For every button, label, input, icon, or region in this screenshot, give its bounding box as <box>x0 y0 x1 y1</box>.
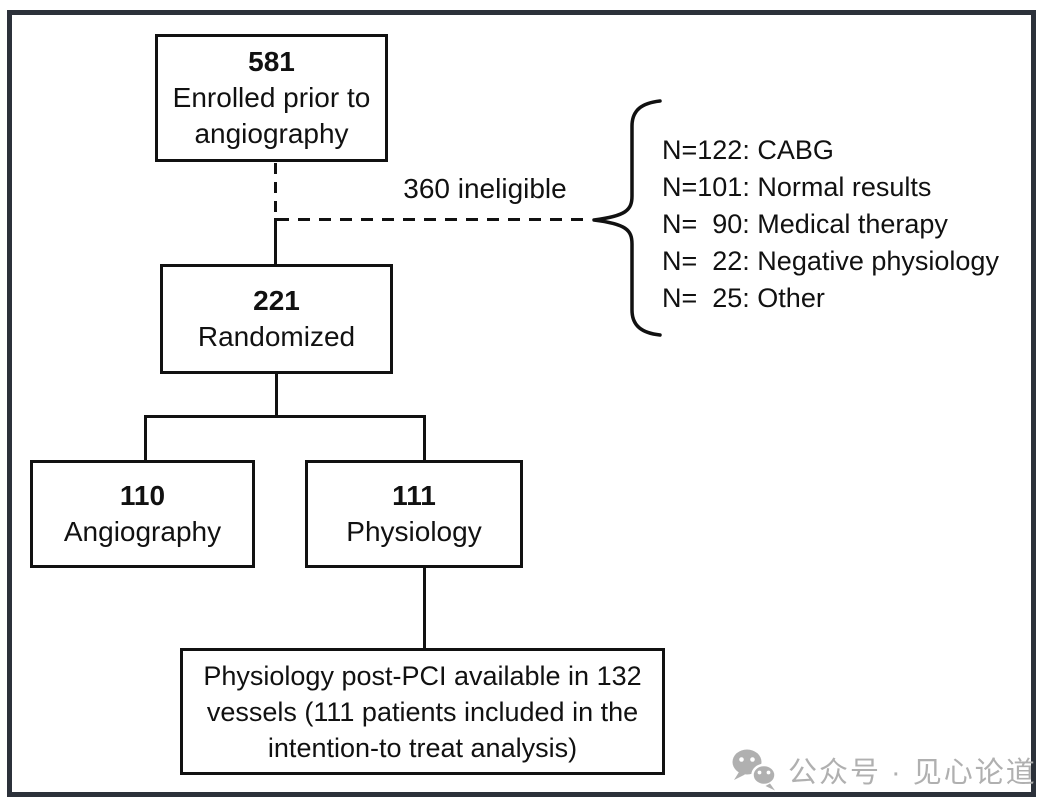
connector-enrolled-junction-dashed <box>274 163 277 219</box>
randomized-label: Randomized <box>197 321 356 352</box>
connector-split-angiography <box>144 415 147 460</box>
enrolled-label: Enrolled prior to angiography <box>172 82 371 149</box>
physiology-label: Physiology <box>346 516 482 547</box>
watermark-text: 公众号 · 见心论道 <box>788 757 1037 789</box>
connector-randomized-split <box>275 374 278 417</box>
node-angiography: 110 Angiography <box>30 460 255 568</box>
node-enrolled: 581 Enrolled prior to angiography <box>155 34 388 162</box>
angiography-count: 110 <box>119 480 166 511</box>
exclusion-list: N=122: CABG N=101: Normal results N= 90:… <box>662 132 999 317</box>
exclusion-item: N=122: CABG <box>662 135 834 165</box>
exclusion-item: N= 90: Medical therapy <box>662 209 948 239</box>
exclusion-item: N= 25: Other <box>662 283 825 313</box>
exclusion-item: N= 22: Negative physiology <box>662 246 999 276</box>
wechat-icon <box>732 749 777 791</box>
connector-split-physiology <box>423 415 426 460</box>
post-pci-label: Physiology post-PCI available in 132 ves… <box>203 660 642 763</box>
enrolled-count: 581 <box>248 46 295 77</box>
ineligible-label: 360 ineligible <box>403 173 567 204</box>
exclusion-item: N=101: Normal results <box>662 172 932 202</box>
connector-junction-randomized <box>274 218 277 264</box>
node-randomized: 221 Randomized <box>160 264 393 374</box>
connector-physiology-postpci <box>423 568 426 648</box>
watermark: 公众号 · 见心论道 <box>730 748 1037 792</box>
angiography-label: Angiography <box>63 516 222 547</box>
node-physiology: 111 Physiology <box>305 460 523 568</box>
connector-split-horizontal <box>144 415 426 418</box>
physiology-count: 111 <box>392 480 436 511</box>
randomized-count: 221 <box>253 285 300 316</box>
connector-ineligible-dashed <box>277 218 587 221</box>
node-post-pci: Physiology post-PCI available in 132 ves… <box>180 648 665 775</box>
curly-brace <box>592 99 662 337</box>
